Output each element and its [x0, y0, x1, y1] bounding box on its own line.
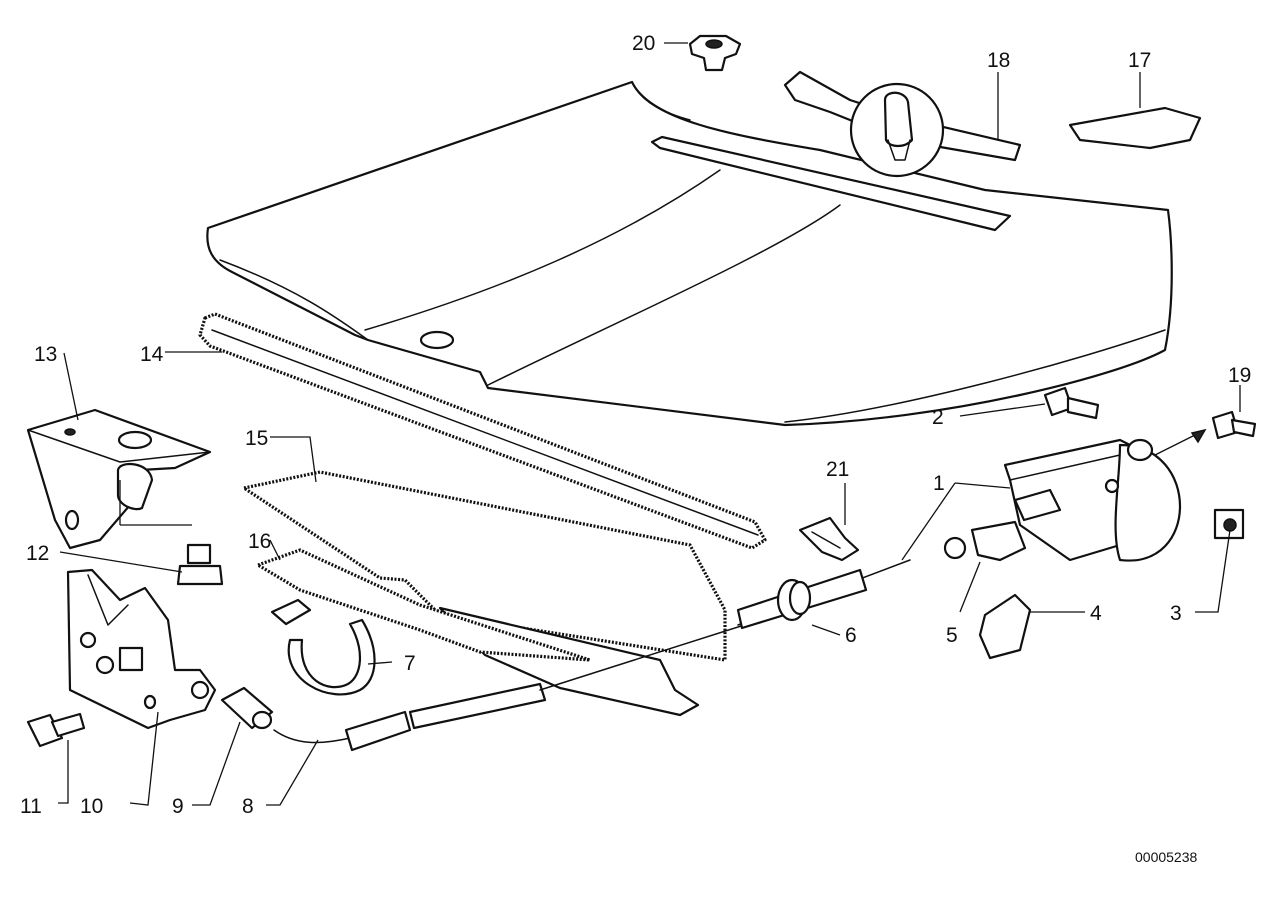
part-4-spring-clip: [978, 593, 1032, 660]
callout-7: 7: [404, 652, 416, 675]
part-9-sleeve: [220, 686, 274, 730]
leader-lines: [58, 42, 1241, 806]
callout-5: 5: [946, 624, 958, 647]
document-number: 00005238: [1135, 849, 1198, 865]
callout-20: 20: [632, 32, 655, 55]
callout-17: 17: [1128, 49, 1151, 72]
part-1-lock: [943, 438, 1181, 562]
part-7-cable-clip: [270, 598, 376, 696]
callout-labels: 1 2 3 4 5 6 7 8 9 10 11 12 13 14 15 16 1…: [20, 32, 1251, 818]
callout-15: 15: [245, 427, 268, 450]
part-10-lock-plate: [66, 568, 217, 730]
part-6-grommet: [776, 578, 812, 622]
callout-13: 13: [34, 343, 57, 366]
callout-1: 1: [933, 472, 945, 495]
callout-11: 11: [20, 795, 42, 818]
part-20-rubber-buffer: [688, 34, 742, 72]
part-11-screw: [26, 712, 86, 748]
part-17-cover-cap: [1068, 106, 1202, 150]
callout-8: 8: [242, 795, 254, 818]
callout-3: 3: [1170, 602, 1182, 625]
part-5-catch: [970, 520, 1027, 562]
callout-4: 4: [1090, 602, 1102, 625]
callout-10: 10: [80, 795, 103, 818]
callout-19: 19: [1228, 364, 1251, 387]
part-16-insulation-mat: [256, 548, 592, 662]
callout-9: 9: [172, 795, 184, 818]
part-14-front-seal: [198, 312, 767, 550]
callout-12: 12: [26, 542, 49, 565]
part-19-pin: [1154, 410, 1257, 456]
callout-6: 6: [845, 624, 857, 647]
part-12-bolt: [176, 543, 224, 586]
callout-18: 18: [987, 49, 1010, 72]
callout-21: 21: [826, 458, 849, 481]
part-2-bolt: [1043, 386, 1100, 420]
callout-2: 2: [932, 406, 944, 429]
callout-14: 14: [140, 343, 164, 366]
part-18-seal-profile: [783, 70, 1022, 178]
part-21-cable-holder: [798, 516, 860, 562]
callout-16: 16: [248, 530, 271, 553]
part-13-hinge-bracket: [26, 408, 212, 550]
bonnet-panel: [206, 80, 1173, 427]
